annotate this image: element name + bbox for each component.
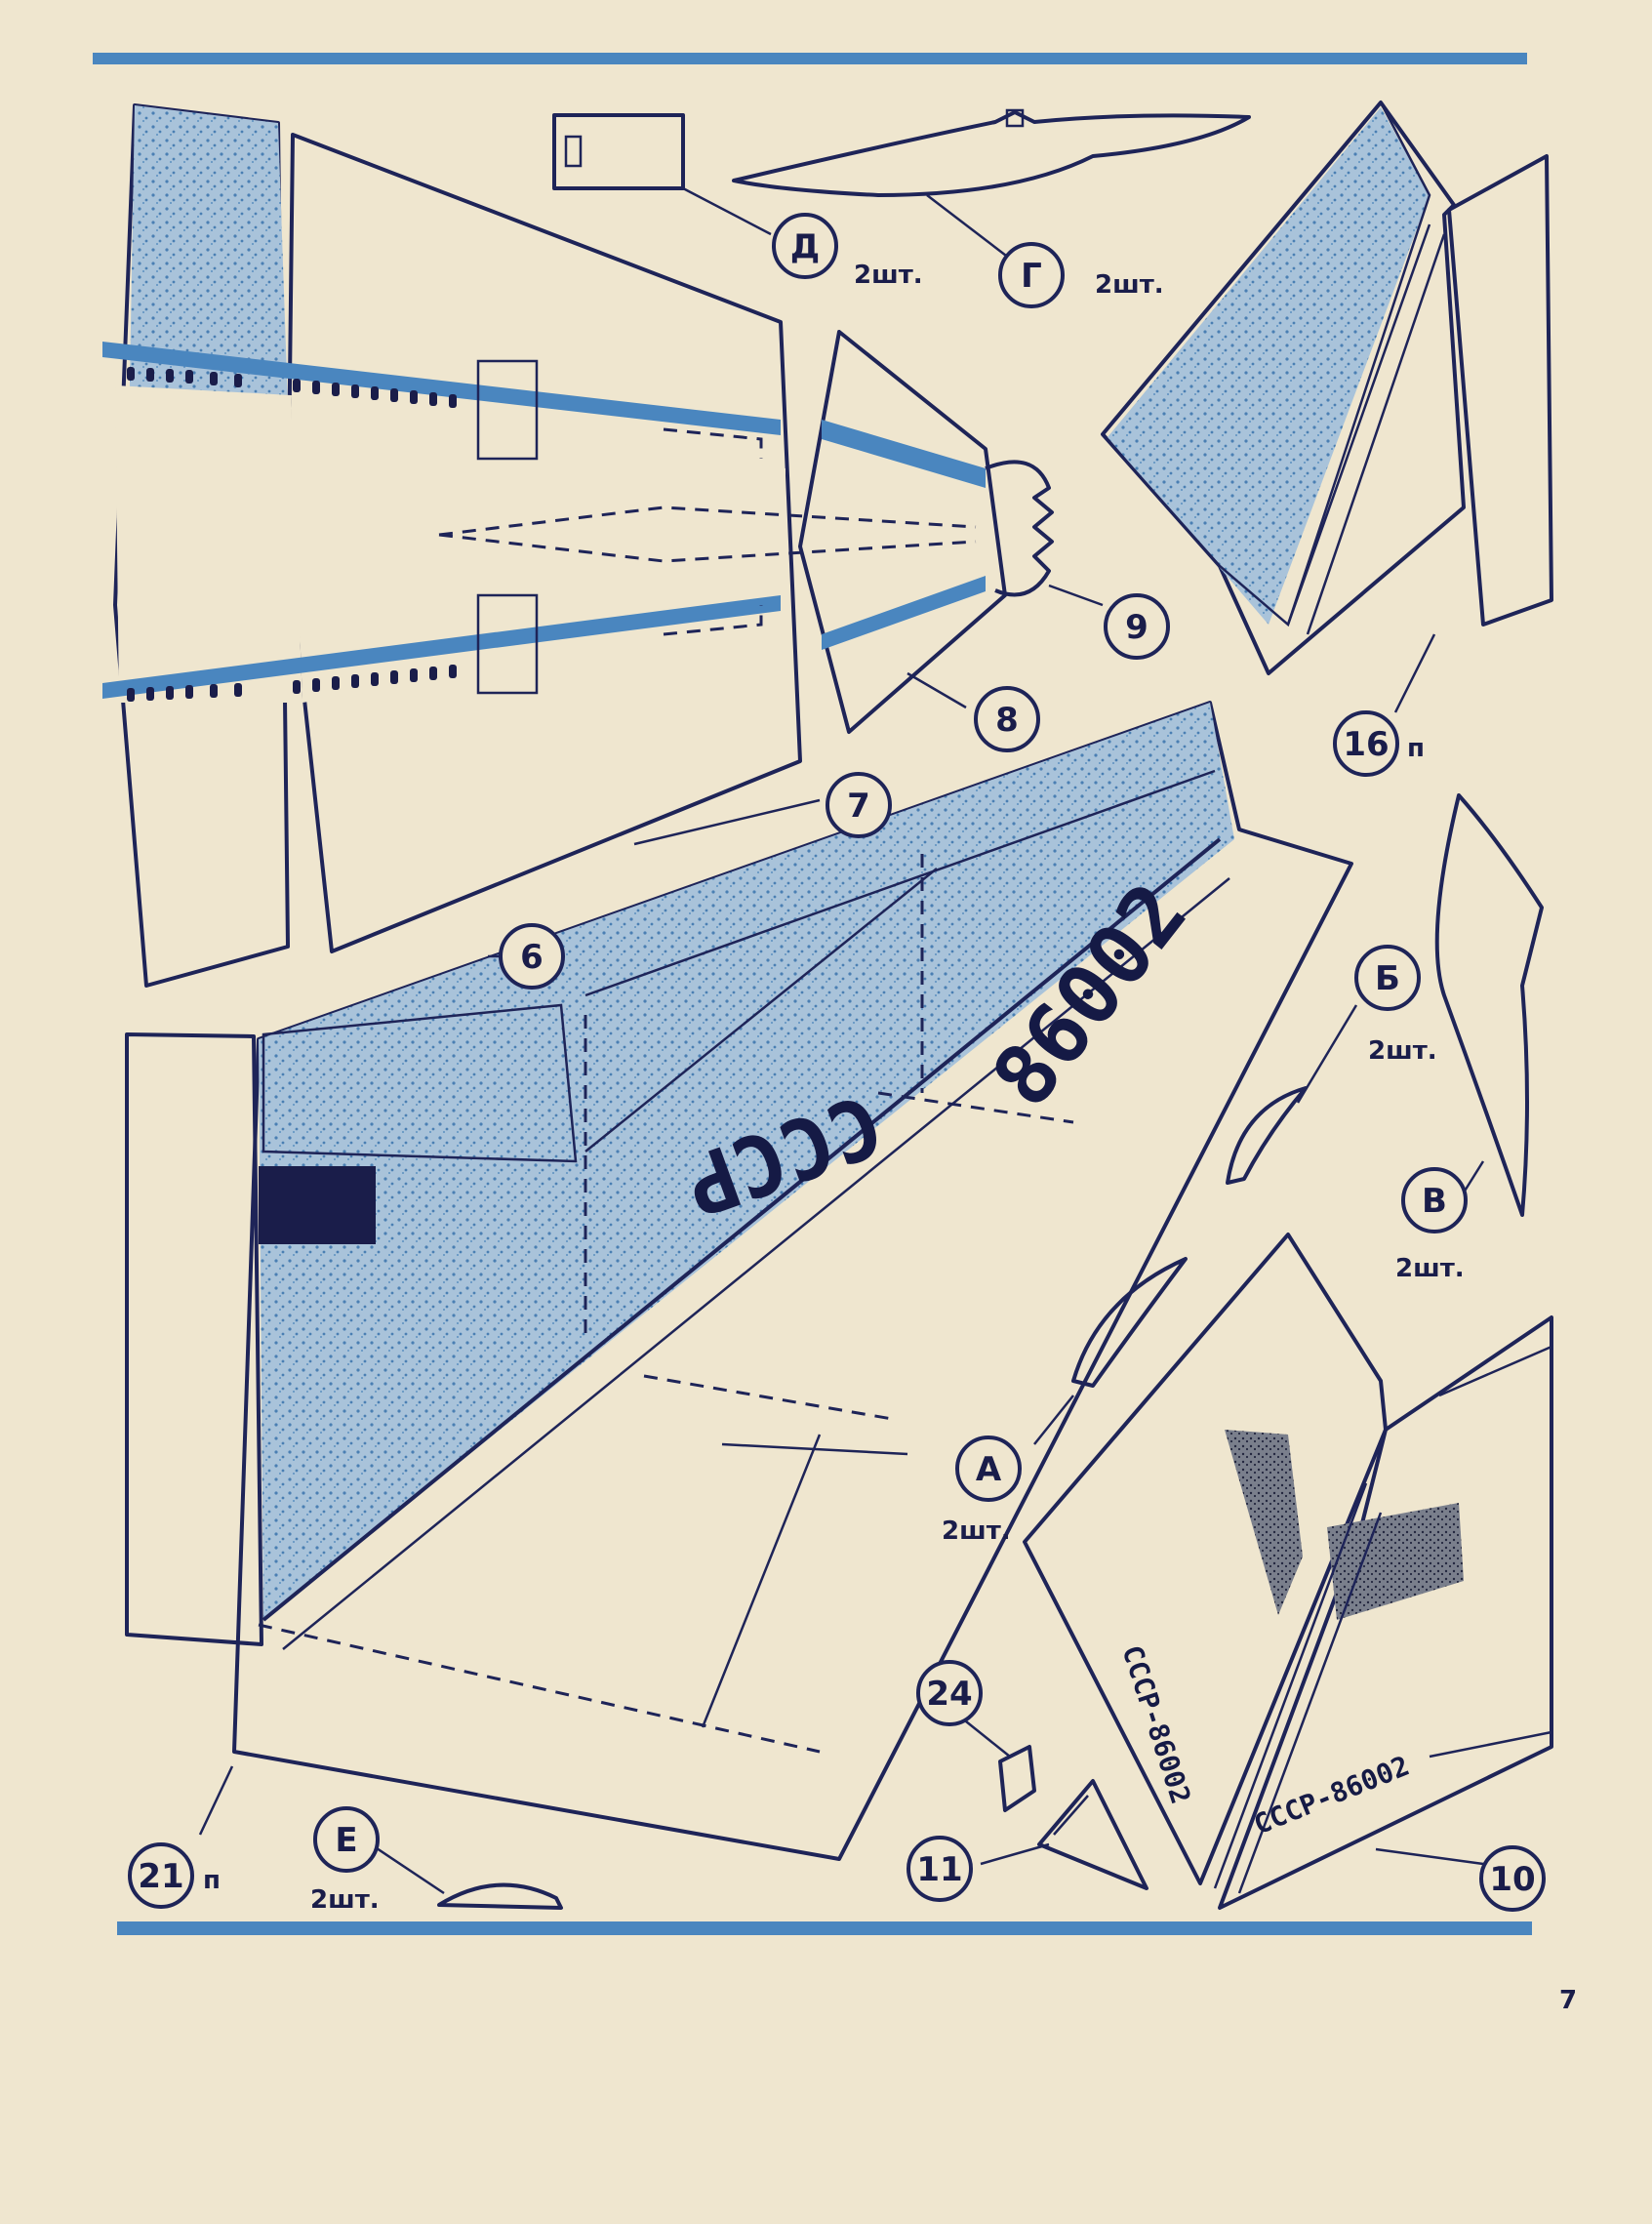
tail-fin-shape	[1023, 1233, 1553, 1910]
label-11: 11	[907, 1836, 973, 1902]
fuselage-panel	[102, 103, 1054, 988]
svg-text:2шт.: 2шт.	[1368, 1036, 1437, 1066]
part-a-shape	[1071, 1257, 1188, 1388]
label-10: 10	[1479, 1845, 1546, 1912]
leader-lines	[198, 186, 1485, 1895]
svg-text:Б: Б	[1375, 959, 1400, 998]
svg-text:2шт.: 2шт.	[854, 261, 923, 290]
svg-text:Г: Г	[1021, 257, 1042, 296]
svg-text:24: 24	[926, 1675, 972, 1714]
svg-text:11: 11	[916, 1850, 962, 1889]
label-e: Е 2шт.	[310, 1806, 380, 1915]
svg-text:8: 8	[995, 701, 1019, 740]
svg-text:9: 9	[1125, 608, 1148, 647]
rudder-registration-text: СССР-86002	[1115, 1641, 1196, 1808]
label-16: 16 п	[1333, 710, 1425, 777]
part-11-shape	[1037, 1779, 1148, 1890]
part-d-shape	[552, 113, 685, 190]
svg-text:7: 7	[847, 787, 870, 826]
wing-panel	[125, 701, 1353, 1861]
label-7: 7	[826, 772, 892, 838]
label-8: 8	[974, 686, 1040, 752]
bottom-frame-bar	[117, 1921, 1532, 1935]
label-v: В 2шт.	[1395, 1167, 1468, 1283]
window-row-lower	[127, 665, 457, 702]
label-6: 6	[499, 923, 565, 990]
label-b: Б 2шт.	[1354, 945, 1437, 1066]
part-e-shape	[437, 1882, 563, 1910]
svg-text:2шт.: 2шт.	[310, 1885, 380, 1915]
window-row-upper	[127, 367, 457, 408]
svg-text:10: 10	[1489, 1860, 1535, 1899]
svg-text:2шт.: 2шт.	[942, 1516, 1011, 1546]
part-24-shape	[998, 1745, 1036, 1812]
svg-text:п: п	[203, 1866, 221, 1895]
part-b-shape	[1226, 1086, 1308, 1185]
label-21: 21 п	[128, 1842, 221, 1909]
label-g: Г 2шт.	[998, 242, 1164, 308]
label-9: 9	[1104, 593, 1170, 660]
svg-text:2шт.: 2шт.	[1095, 270, 1164, 300]
page-number: 7	[1559, 1986, 1577, 2015]
svg-text:6: 6	[520, 938, 544, 977]
svg-text:п: п	[1407, 734, 1425, 763]
part-16-shape	[1101, 100, 1553, 675]
svg-text:А: А	[976, 1450, 1002, 1489]
part-g-shape	[732, 108, 1251, 197]
label-24: 24	[916, 1660, 983, 1726]
svg-text:16: 16	[1343, 725, 1389, 764]
label-d: Д 2шт.	[772, 213, 923, 290]
part-v-shape	[1434, 793, 1544, 1217]
svg-text:В: В	[1422, 1182, 1447, 1221]
top-frame-bar	[93, 53, 1527, 64]
svg-text:2шт.: 2шт.	[1395, 1254, 1465, 1283]
label-a: А 2шт.	[942, 1435, 1022, 1546]
svg-text:21: 21	[138, 1857, 183, 1896]
svg-text:Д: Д	[790, 227, 820, 266]
svg-text:Е: Е	[335, 1821, 357, 1860]
